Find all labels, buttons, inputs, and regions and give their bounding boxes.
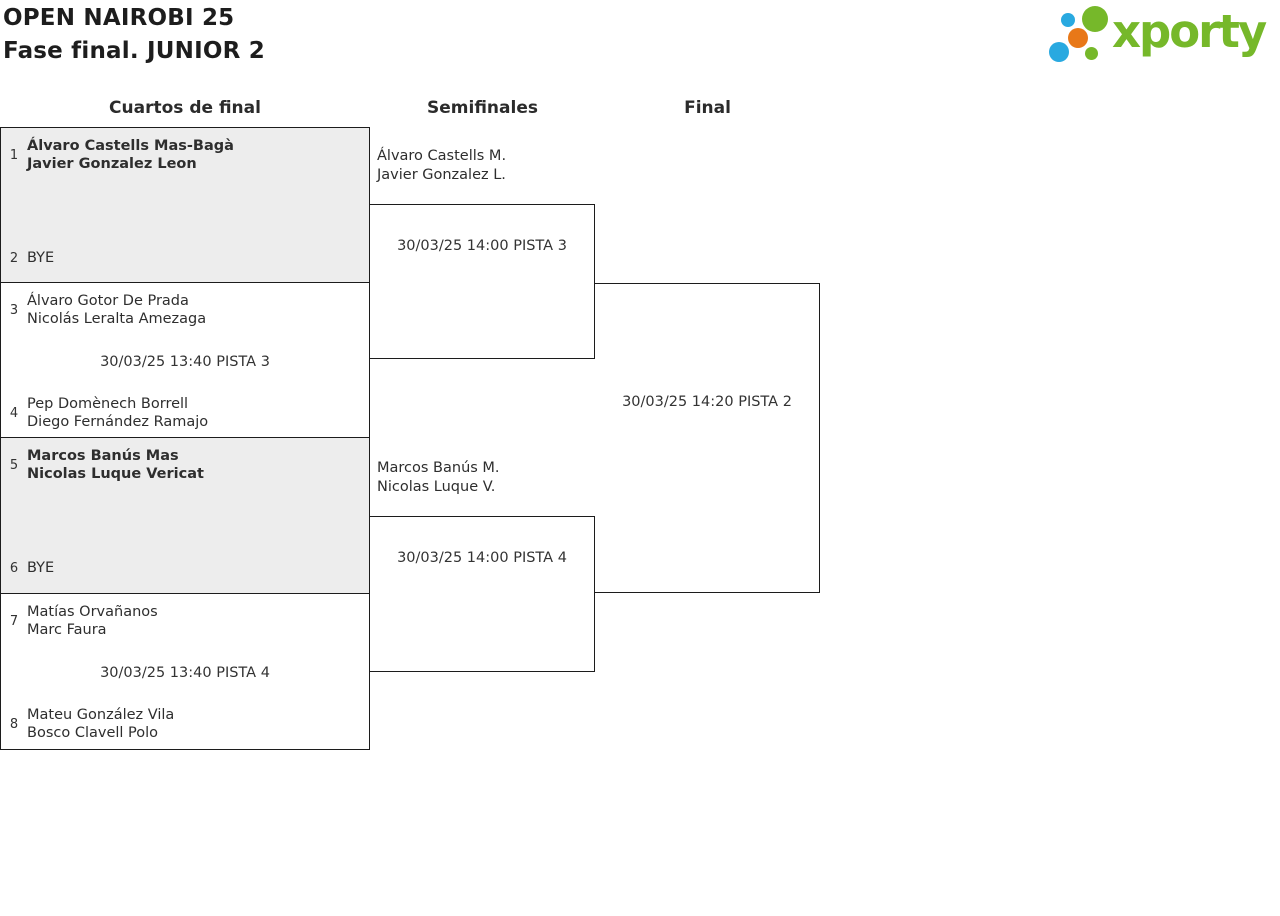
- player-2-name: Javier Gonzalez Leon: [27, 156, 197, 172]
- team-names: Álvaro Gotor De Prada Nicolás Leralta Am…: [27, 292, 206, 328]
- qf2-match-schedule: 30/03/25 13:40 PISTA 3: [100, 354, 270, 370]
- team-names: BYE: [27, 249, 54, 267]
- qf-match-4-box: 7 Matías Orvañanos Marc Faura 30/03/25 1…: [1, 594, 369, 749]
- player-2-name: Bosco Clavell Polo: [27, 725, 159, 741]
- player-1-name: Álvaro Gotor De Prada: [27, 293, 189, 309]
- player-2-name: Marc Faura: [27, 622, 107, 638]
- team-names: Álvaro Castells Mas-Bagà Javier Gonzalez…: [27, 137, 234, 173]
- qf4-team-b[interactable]: 8 Mateu González Vila Bosco Clavell Polo: [1, 706, 369, 742]
- logo-dot-green-big-icon: [1082, 6, 1108, 32]
- logo-dot-green-small-icon: [1085, 47, 1098, 60]
- bye-label: BYE: [27, 250, 55, 266]
- qf-match-1-box: 1 Álvaro Castells Mas-Bagà Javier Gonzal…: [1, 128, 369, 283]
- sf-match-2-box: 30/03/25 14:00 PISTA 4: [370, 516, 595, 672]
- player-1-name: Álvaro Castells M.: [377, 148, 507, 164]
- player-1-name: Pep Domènech Borrell: [27, 396, 189, 412]
- qf4-team-a[interactable]: 7 Matías Orvañanos Marc Faura: [1, 603, 369, 639]
- seed-number: 6: [9, 560, 19, 576]
- logo-wordmark: xporty: [1112, 5, 1267, 58]
- sf2-match-schedule: 30/03/25 14:00 PISTA 4: [397, 550, 567, 566]
- seed-number: 4: [9, 405, 19, 421]
- player-2-name: Nicolás Leralta Amezaga: [27, 311, 207, 327]
- qf3-team-b[interactable]: 6 BYE: [1, 559, 369, 577]
- player-1-name: Marcos Banús Mas: [27, 448, 179, 464]
- final-match-schedule: 30/03/25 14:20 PISTA 2: [622, 394, 792, 410]
- logo-dot-orange-icon: [1068, 28, 1088, 48]
- qf-match-3-box: 5 Marcos Banús Mas Nicolas Luque Vericat…: [1, 438, 369, 594]
- player-2-name: Nicolas Luque V.: [377, 479, 496, 495]
- tournament-name: OPEN NAIROBI 25: [3, 5, 235, 31]
- final-match-box: 30/03/25 14:20 PISTA 2: [595, 283, 820, 593]
- player-2-name: Diego Fernández Ramajo: [27, 414, 209, 430]
- qf2-team-b[interactable]: 4 Pep Domènech Borrell Diego Fernández R…: [1, 395, 369, 431]
- xporty-logo[interactable]: xporty: [1045, 0, 1280, 75]
- player-1-name: Mateu González Vila: [27, 707, 175, 723]
- qf2-team-a[interactable]: 3 Álvaro Gotor De Prada Nicolás Leralta …: [1, 292, 369, 328]
- logo-dot-blue-big-icon: [1049, 42, 1069, 62]
- sf-match-1-box: 30/03/25 14:00 PISTA 3: [370, 204, 595, 359]
- qf1-team-a[interactable]: 1 Álvaro Castells Mas-Bagà Javier Gonzal…: [1, 137, 369, 173]
- player-1-name: Álvaro Castells Mas-Bagà: [27, 138, 234, 154]
- team-names: Matías Orvañanos Marc Faura: [27, 603, 158, 639]
- player-2-name: Javier Gonzalez L.: [377, 167, 506, 183]
- qf4-match-schedule: 30/03/25 13:40 PISTA 4: [100, 665, 270, 681]
- logo-dot-blue-small-icon: [1061, 13, 1075, 27]
- round-header-semifinals: Semifinales: [427, 98, 538, 118]
- sf1-team-a[interactable]: Álvaro Castells M. Javier Gonzalez L.: [377, 147, 506, 185]
- sf2-team-a[interactable]: Marcos Banús M. Nicolas Luque V.: [377, 459, 500, 497]
- qf1-team-b[interactable]: 2 BYE: [1, 249, 369, 267]
- bye-label: BYE: [27, 560, 55, 576]
- player-1-name: Matías Orvañanos: [27, 604, 158, 620]
- team-names: Marcos Banús Mas Nicolas Luque Vericat: [27, 447, 204, 483]
- seed-number: 7: [9, 613, 19, 629]
- seed-number: 1: [9, 147, 19, 163]
- seed-number: 8: [9, 716, 19, 732]
- page-title: OPEN NAIROBI 25 Fase final. JUNIOR 2: [3, 2, 265, 68]
- seed-number: 5: [9, 457, 19, 473]
- round-header-final: Final: [684, 98, 731, 118]
- seed-number: 2: [9, 250, 19, 266]
- seed-number: 3: [9, 302, 19, 318]
- sf1-match-schedule: 30/03/25 14:00 PISTA 3: [397, 238, 567, 254]
- team-names: Mateu González Vila Bosco Clavell Polo: [27, 706, 174, 742]
- qf3-team-a[interactable]: 5 Marcos Banús Mas Nicolas Luque Vericat: [1, 447, 369, 483]
- player-2-name: Nicolas Luque Vericat: [27, 466, 204, 482]
- team-names: BYE: [27, 559, 54, 577]
- phase-name: Fase final. JUNIOR 2: [3, 38, 265, 64]
- quarterfinals-column: 1 Álvaro Castells Mas-Bagà Javier Gonzal…: [0, 127, 370, 750]
- qf-match-2-box: 3 Álvaro Gotor De Prada Nicolás Leralta …: [1, 283, 369, 438]
- player-1-name: Marcos Banús M.: [377, 460, 500, 476]
- round-header-quarterfinals: Cuartos de final: [109, 98, 261, 118]
- team-names: Pep Domènech Borrell Diego Fernández Ram…: [27, 395, 208, 431]
